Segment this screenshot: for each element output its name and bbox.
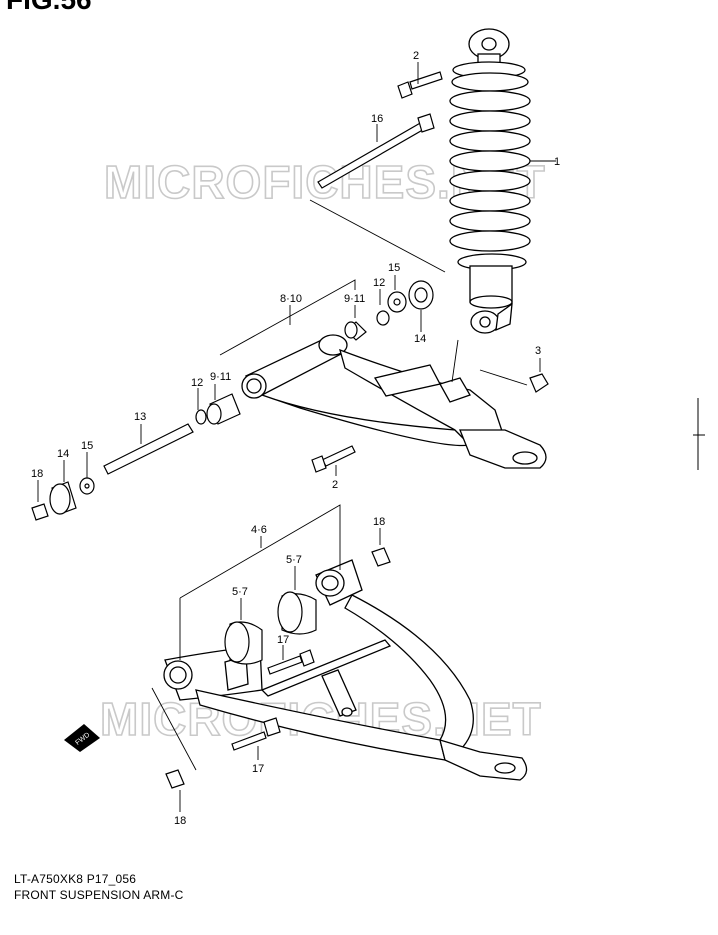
callout-5-7-left: 5·7 (232, 586, 248, 598)
lower-suspension-arm (163, 559, 528, 781)
left-bushing-set (31, 393, 241, 521)
bolt-2-bottom (311, 445, 356, 473)
figure-title: FIG.56 (6, 0, 92, 16)
bolt-2-top (397, 71, 443, 99)
callout-15-right: 15 (388, 262, 400, 274)
caption-name: FRONT SUSPENSION ARM-C (14, 888, 184, 902)
callout-14-right: 14 (414, 333, 426, 345)
callout-2-bottom: 2 (332, 479, 338, 491)
upper-suspension-arm (241, 334, 547, 469)
callout-15-left: 15 (81, 440, 93, 452)
leader-lines (37, 62, 556, 812)
callout-12-right: 12 (373, 277, 385, 289)
callout-8-10: 8·10 (280, 293, 302, 305)
caption-model: LT-A750XK8 P17_056 (14, 872, 137, 886)
callout-18-bottom: 18 (174, 815, 186, 827)
callout-1: 1 (554, 156, 560, 168)
shock-absorber (449, 28, 531, 334)
callout-18-right: 18 (373, 516, 385, 528)
fwd-arrow: FWD (64, 724, 100, 752)
callout-5-7-right: 5·7 (286, 554, 302, 566)
callout-3: 3 (535, 345, 541, 357)
callout-16: 16 (371, 113, 383, 125)
callout-4-6: 4·6 (251, 524, 267, 536)
callout-17-lower: 17 (252, 763, 264, 775)
callout-17-upper: 17 (277, 634, 289, 646)
callout-9-11-right: 9·11 (344, 293, 365, 305)
nut-3 (529, 373, 549, 393)
bolt-16 (317, 113, 435, 189)
callout-13: 13 (134, 411, 146, 423)
callout-2-top: 2 (413, 50, 419, 62)
callout-18-left: 18 (31, 468, 43, 480)
callout-12-left: 12 (191, 377, 203, 389)
lower-bushings (165, 547, 391, 789)
right-bushing-set (344, 280, 434, 341)
callout-9-11-left: 9·11 (210, 371, 231, 383)
callout-14-left: 14 (57, 448, 69, 460)
